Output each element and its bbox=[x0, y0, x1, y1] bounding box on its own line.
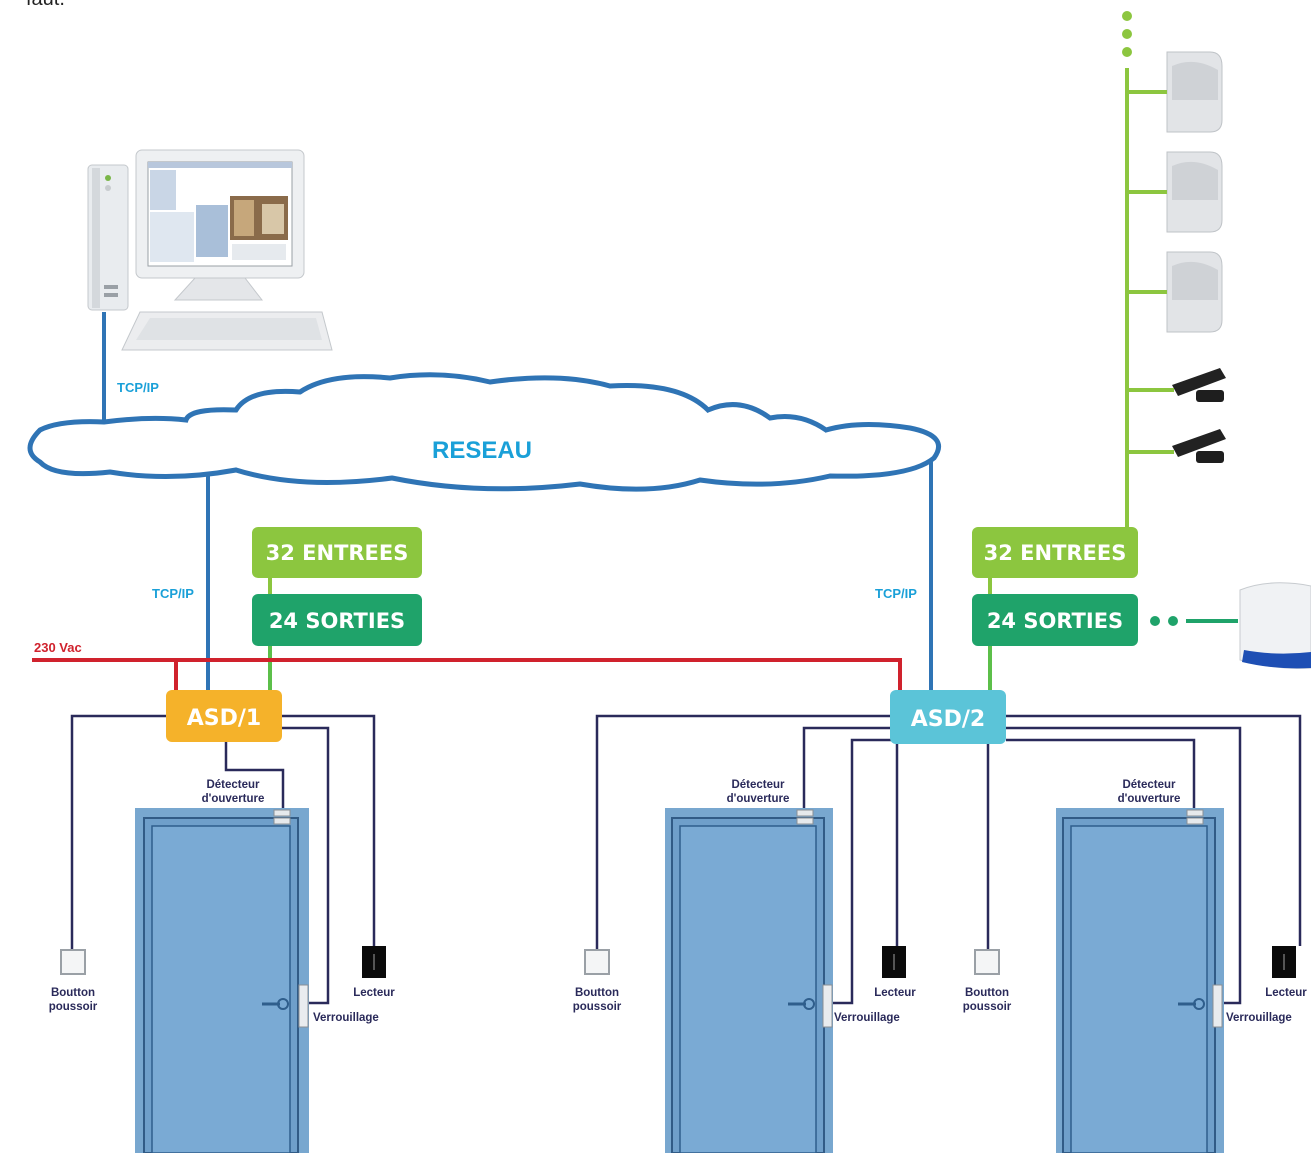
caption-fragment: faut. bbox=[26, 0, 65, 11]
asd2-label: ASD/2 bbox=[911, 707, 985, 732]
motion-sensor-icon bbox=[1166, 251, 1223, 333]
detector-label-line2: d'ouverture bbox=[727, 793, 790, 805]
detector-label-line1: Détecteur bbox=[206, 779, 260, 791]
motion-sensor-icon bbox=[1166, 51, 1223, 133]
cloud-label: RESEAU bbox=[432, 437, 532, 464]
asd1-inputs-box bbox=[252, 527, 422, 578]
button-label-line1: Boutton bbox=[51, 987, 95, 999]
push-button-icon bbox=[60, 949, 86, 975]
asd2-inputs-box bbox=[972, 527, 1138, 578]
asd2-outputs-box bbox=[972, 594, 1138, 646]
asd1-inputs-label: 32 ENTREES bbox=[266, 541, 409, 565]
magnetic-contact-icon bbox=[1172, 429, 1226, 463]
asd2-controller bbox=[890, 690, 1006, 744]
network-cloud bbox=[27, 372, 941, 492]
lock-label: Verrouillage bbox=[834, 1012, 900, 1024]
lock-label: Verrouillage bbox=[313, 1012, 379, 1024]
detector-label-line1: Détecteur bbox=[1122, 779, 1176, 791]
asd2-inputs-label: 32 ENTREES bbox=[984, 541, 1127, 565]
door-icon bbox=[1056, 808, 1224, 1153]
detector-label-line1: Détecteur bbox=[731, 779, 785, 791]
door-handle-icon bbox=[788, 998, 815, 1010]
magnetic-contact-icon bbox=[1172, 368, 1226, 402]
power-label: 230 Vac bbox=[34, 640, 82, 655]
door-icon bbox=[135, 808, 309, 1153]
push-button-icon bbox=[974, 949, 1000, 975]
monitor-icon bbox=[135, 149, 305, 301]
button-label-line2: poussoir bbox=[49, 1001, 98, 1013]
keyboard-icon bbox=[121, 311, 333, 351]
reader-label: Lecteur bbox=[1265, 987, 1307, 999]
reader-label: Lecteur bbox=[874, 987, 916, 999]
siren-icon bbox=[1239, 582, 1311, 669]
computer-tower-icon bbox=[87, 164, 129, 311]
button-label-line2: poussoir bbox=[573, 1001, 622, 1013]
reader-label: Lecteur bbox=[353, 987, 395, 999]
push-button-icon bbox=[584, 949, 610, 975]
detector-label-line2: d'ouverture bbox=[1118, 793, 1181, 805]
lock-label: Verrouillage bbox=[1226, 1012, 1292, 1024]
door-handle-icon bbox=[262, 998, 289, 1010]
door-handle-icon bbox=[1178, 998, 1205, 1010]
asd1-link-label: TCP/IP bbox=[152, 586, 194, 601]
door-icon bbox=[665, 808, 833, 1153]
asd1-outputs-label: 24 SORTIES bbox=[269, 609, 405, 633]
button-label-line2: poussoir bbox=[963, 1001, 1012, 1013]
asd2-outputs-label: 24 SORTIES bbox=[987, 609, 1123, 633]
asd1-label: ASD/1 bbox=[187, 706, 261, 731]
asd2-link-label: TCP/IP bbox=[875, 586, 917, 601]
pc-link-label: TCP/IP bbox=[117, 380, 159, 395]
asd1-controller bbox=[166, 690, 282, 742]
button-label-line1: Boutton bbox=[575, 987, 619, 999]
motion-sensor-icon bbox=[1166, 151, 1223, 233]
detector-label-line2: d'ouverture bbox=[202, 793, 265, 805]
button-label-line1: Boutton bbox=[965, 987, 1009, 999]
asd1-outputs-box bbox=[252, 594, 422, 646]
